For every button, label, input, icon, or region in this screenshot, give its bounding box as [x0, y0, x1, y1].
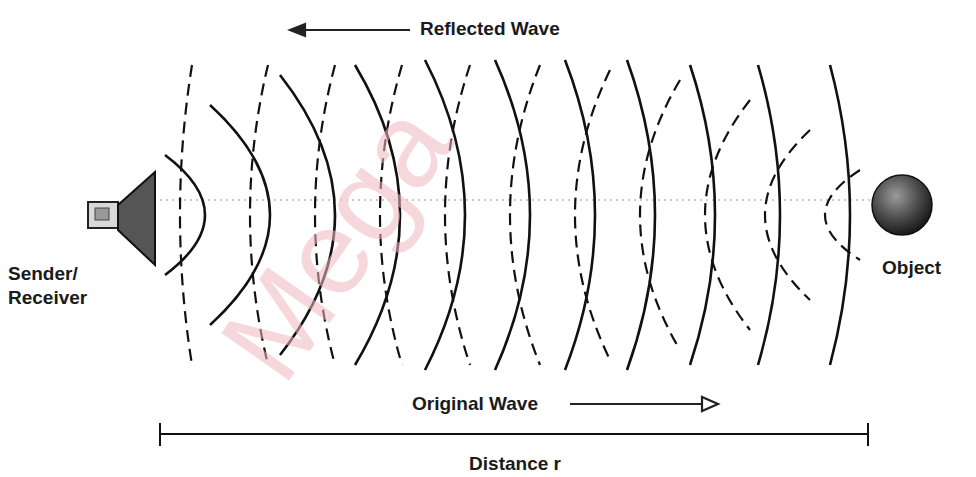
- wave-label: Original Wave: [412, 392, 538, 416]
- wave-label: Reflected Wave: [420, 17, 560, 41]
- center-line: [160, 199, 870, 201]
- object-sphere: [872, 175, 932, 235]
- object-label: Object: [882, 256, 941, 280]
- watermark: Mega: [200, 84, 470, 399]
- distance-bracket: [160, 423, 868, 446]
- speaker-icon: [88, 172, 155, 265]
- device-label: Sender/ Receiver: [8, 262, 108, 310]
- distance-label: Distance r: [469, 452, 561, 476]
